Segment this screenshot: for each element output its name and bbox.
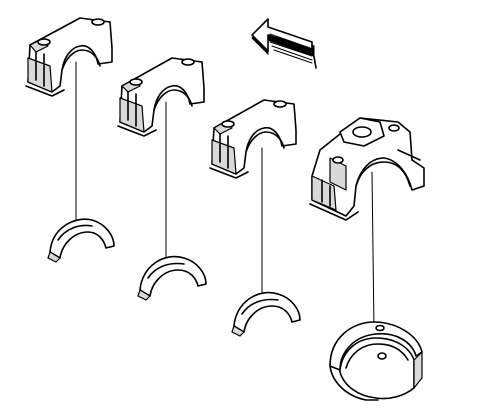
bearing-shell-1 [47, 218, 115, 263]
thrust-bearing-cap [309, 117, 425, 221]
direction-arrow-icon [251, 18, 317, 69]
alignment-line-4 [371, 171, 375, 331]
bearing-shell-2 [137, 255, 207, 301]
bearing-shell-3 [231, 291, 301, 337]
bearing-cap-1 [25, 17, 113, 97]
bearing-cap-2 [117, 57, 205, 137]
thrust-bearing-shell [329, 321, 423, 401]
bearing-cap-3 [209, 99, 297, 179]
